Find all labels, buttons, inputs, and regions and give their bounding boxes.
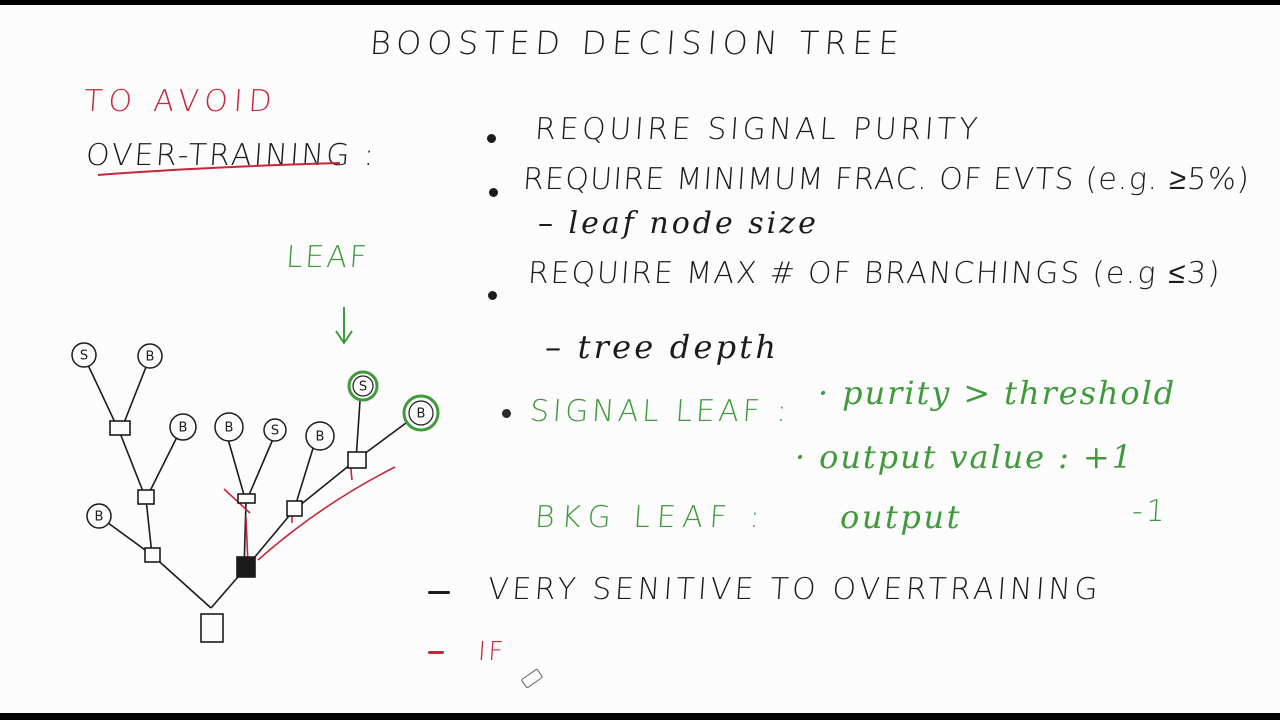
leaf-node-label: B	[146, 350, 155, 365]
square-node	[109, 420, 131, 436]
square-node	[347, 451, 367, 469]
bkg-leaf-output-label: output	[840, 498, 963, 536]
leaf-node-circle-inner	[408, 400, 434, 426]
tree-leaf-circles	[71, 342, 440, 529]
red-branch-marks	[223, 459, 396, 566]
leaf-node-label: B	[316, 430, 325, 445]
bullet-marker-1	[487, 134, 496, 143]
leaf-node-label: B	[95, 510, 104, 525]
leaf-node-circle	[169, 413, 197, 441]
leaf-node-label: B	[417, 407, 426, 422]
leaf-arrow-icon	[335, 307, 353, 345]
dash-marker-6	[428, 651, 444, 654]
tree-square-nodes	[109, 420, 367, 643]
square-node	[144, 547, 161, 563]
leaf-node-circle-inner	[352, 375, 374, 397]
leaf-node-label: B	[179, 421, 188, 436]
signal-leaf-purity: · purity > threshold	[818, 374, 1177, 412]
marked-node	[236, 556, 256, 578]
bullet-marker-3	[488, 291, 497, 300]
dash-marker-5	[428, 591, 450, 594]
leaf-node-label: S	[271, 424, 279, 439]
over-training-underline	[97, 162, 341, 176]
leaf-node-circle	[71, 342, 97, 368]
leaf-node-circle	[86, 503, 112, 529]
leaf-node-circle	[305, 421, 335, 451]
leaf-node-circle	[214, 412, 244, 442]
leaf-node-circle	[263, 418, 287, 442]
decision-tree-diagram: S B B B S B B S B	[71, 162, 440, 643]
signal-leaf-output: · output value : +1	[795, 438, 1134, 476]
leaf-node-circle	[137, 343, 163, 369]
leaf-node-label: S	[80, 349, 88, 364]
square-node	[237, 493, 256, 504]
leaf-node-label: S	[359, 380, 367, 395]
bullet-marker-2	[489, 188, 498, 197]
bullet-leaf-node-size: – leaf node size	[538, 206, 819, 241]
square-node	[286, 500, 303, 517]
bullet-tree-depth: – tree depth	[545, 328, 780, 366]
whiteboard: BOOSTED DECISION TREE TO AVOID OVER-TRAI…	[0, 5, 1280, 713]
root-node	[200, 613, 224, 643]
leaf-node-label: B	[225, 421, 234, 436]
bullet-marker-4	[502, 409, 511, 418]
square-node	[137, 489, 155, 505]
